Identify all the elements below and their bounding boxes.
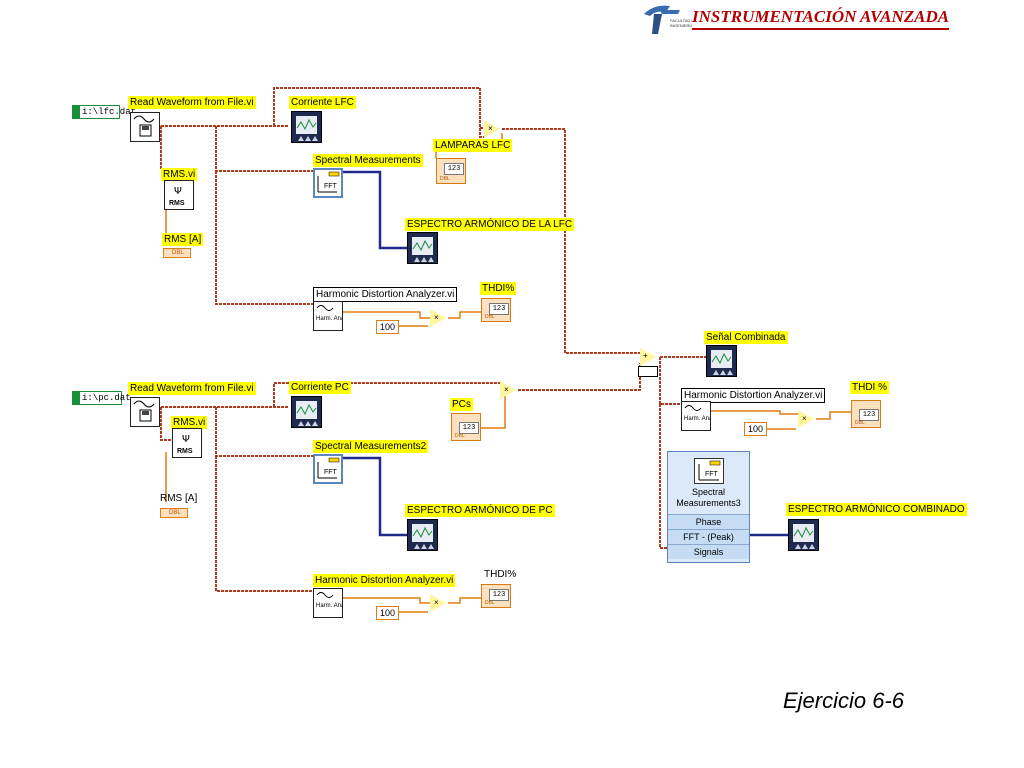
combined-spectrum-label: ESPECTRO ARMÓNICO COMBINADO [786,503,967,516]
pc-file-path-control[interactable]: i:\pc.dat [72,391,131,405]
combined-harmonic-vi-label: Harmonic Distortion Analyzer.vi [681,388,826,403]
pc-spectrum-wire [340,456,407,537]
spectral-measurements3-title: Spectral Measurements3 [676,487,741,508]
phase-output-terminal[interactable]: Phase [668,514,749,529]
signals-input-terminal[interactable]: Signals [668,544,749,559]
combined-thd-label: THDI % [850,381,889,394]
pc-harmonic-vi-label: Harmonic Distortion Analyzer.vi [313,574,456,587]
pc-harmonic-icon[interactable]: Harm. Analyz [313,588,352,618]
pc-read-vi-label: Read Waveform from File.vi [128,382,256,395]
combined-harmonic-icon[interactable]: Harm. Analyz [681,401,720,431]
build-waveform-node[interactable] [638,366,658,377]
lfc-read-vi-label: Read Waveform from File.vi [128,96,256,109]
pc-constant-100[interactable]: 100 [376,606,400,620]
pc-thd-display: 123 [489,589,509,601]
pc-thd-multiply-node[interactable] [430,594,446,612]
pc-thd-tag: DBL [485,600,495,606]
pc-spectral-vi-label: Spectral Measurements2 [313,440,429,453]
lfc-rms-vi-label: RMS.vi [161,168,198,181]
rms-icon-text: RMS [169,200,185,207]
lfc-read-waveform-icon[interactable] [130,112,160,142]
pc-pcs-display: 123 [459,422,479,434]
pc-spectrum-graph-label: ESPECTRO ARMÓNICO DE PC [405,504,555,517]
pc-waveform-wires [160,363,641,592]
pc-pcs-tag: DBL [455,433,465,439]
pc-rms-indicator[interactable]: DBL [160,508,188,518]
lfc-rms-indicator[interactable]: DBL [163,248,191,258]
harm-icon-text: Harm. Analyz [316,316,342,322]
fft-icon: FFT [694,458,724,484]
pc-fft-icon[interactable]: FFT [313,454,343,484]
combined-thd-multiply-node[interactable] [798,410,814,428]
svg-text:Ψ: Ψ [182,434,190,445]
lfc-rms-indicator-label: RMS [A] [162,233,204,246]
combined-waveform-wires [659,356,706,549]
svg-text:INGENIERÍA: INGENIERÍA [670,23,692,28]
add-node[interactable] [640,348,656,366]
add-symbol: + [643,351,648,360]
svg-text:FACULTAD DE: FACULTAD DE [670,18,692,23]
svg-text:Ψ: Ψ [174,186,182,197]
harm-icon-text: Harm. Analyz [316,603,342,609]
lfc-rms-icon[interactable]: Ψ RMS [164,180,194,210]
pc-rms-vi-label: RMS.vi [171,416,208,429]
lfc-thd-multiply-symbol: × [434,313,439,322]
combined-thd-display: 123 [859,409,879,421]
pc-rms-icon[interactable]: Ψ RMS [172,428,202,458]
pc-rms-indicator-label: RMS [A] [160,493,198,504]
lfc-current-graph-icon[interactable] [291,111,322,143]
spectral-measurements3-express-vi[interactable]: FFT Spectral Measurements3 Phase FFT - (… [667,451,750,563]
pc-multiply-node[interactable] [500,381,516,399]
combined-signal-label: Señal Combinada [704,331,788,344]
lfc-multiply-symbol: × [488,124,493,133]
lfc-spectrum-graph-icon[interactable] [407,232,438,264]
fft-icon-text: FFT [324,469,338,476]
pc-current-graph-label: Corriente PC [289,381,351,394]
lfc-harmonic-icon[interactable]: Harm. Analyz [313,301,352,331]
lfc-thd-display: 123 [489,303,509,315]
lfc-spectrum-wire [340,170,407,250]
pc-spectrum-graph-icon[interactable] [407,519,438,551]
lfc-thd-multiply-node[interactable] [430,309,446,327]
combined-thd-tag: DBL [855,420,865,426]
lfc-lamps-tag: DBL [440,176,450,182]
lfc-file-path-control[interactable]: i:\lfc.dat [72,105,136,119]
lfc-multiply-node[interactable] [484,120,500,138]
rms-icon-text: RMS [177,448,193,455]
lfc-spectral-vi-label: Spectral Measurements [313,154,423,167]
fft-icon-text: FFT [705,471,719,478]
lfc-current-graph-label: Corriente LFC [289,96,356,109]
pc-pcs-label: PCs [450,398,473,411]
lfc-fft-icon[interactable]: FFT [313,168,343,198]
lfc-lamps-label: LAMPARAS LFC [433,139,513,152]
fft-icon-text: FFT [324,183,338,190]
pc-multiply-symbol: × [504,385,509,394]
lfc-constant-100[interactable]: 100 [376,320,400,334]
pc-current-graph-icon[interactable] [291,396,322,428]
pc-read-waveform-icon[interactable] [130,397,160,427]
page-title: INSTRUMENTACIÓN AVANZADA [692,7,950,30]
lfc-thd-label: THDI% [480,282,517,295]
lfc-lamps-display: 123 [444,163,464,175]
lfc-spectrum-graph-label: ESPECTRO ARMÓNICO DE LA LFC [405,218,575,231]
harm-icon-text: Harm. Analyz [684,416,710,422]
combined-spectrum-graph-icon[interactable] [788,519,819,551]
pc-thd-multiply-symbol: × [434,598,439,607]
header: FACULTAD DE INGENIERÍA INSTRUMENTACIÓN A… [640,2,1020,36]
fft-peak-output-terminal[interactable]: FFT - (Peak) [668,529,749,544]
lfc-harmonic-vi-label: Harmonic Distortion Analyzer.vi [313,287,458,302]
exercise-caption: Ejercicio 6-6 [783,688,905,713]
lfc-thd-tag: DBL [485,314,495,320]
combined-signal-graph-icon[interactable] [706,345,737,377]
faculty-logo-icon: FACULTAD DE INGENIERÍA [644,5,692,34]
combined-constant-100[interactable]: 100 [744,422,768,436]
combined-thd-multiply-symbol: × [802,414,807,423]
lfc-waveform-wires [160,87,640,354]
pc-thd-label: THDI% [484,569,517,580]
